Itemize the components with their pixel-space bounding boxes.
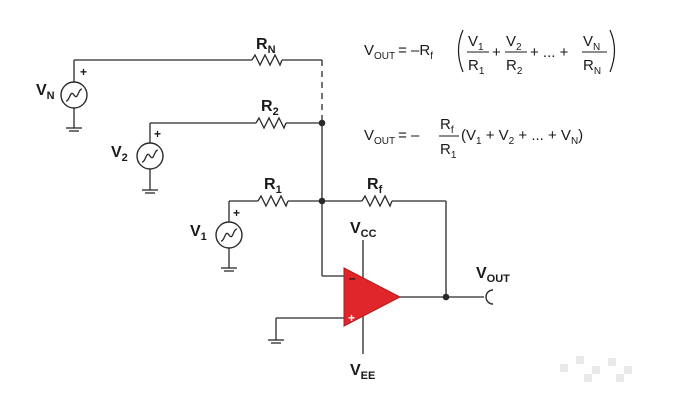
svg-text:RN: RN: [583, 57, 601, 77]
watermark-pattern: [560, 356, 632, 382]
label-v2: V2: [111, 144, 128, 164]
junction-dot: [442, 293, 450, 301]
source-vn: [60, 81, 88, 109]
label-r2: R2: [261, 98, 279, 118]
polarity-plus-vn: +: [80, 65, 87, 79]
polarity-plus-v2: +: [154, 127, 161, 141]
opamp-inverting-sign: –: [349, 271, 356, 285]
label-vn: VN: [36, 82, 55, 102]
resistor-rn: [251, 53, 283, 67]
ground-v2: [142, 189, 158, 194]
source-v2: [136, 142, 164, 170]
opamp-noninverting-sign: +: [348, 311, 355, 325]
svg-text:Rf: Rf: [440, 116, 454, 136]
label-vout: VOUT: [476, 265, 510, 285]
svg-text:VN: VN: [583, 33, 600, 53]
junction-dot: [318, 197, 326, 205]
polarity-plus-v1: +: [233, 206, 240, 220]
label-rn: RN: [256, 36, 276, 56]
svg-text:(V1 + V2 + ... + VN): (V1 + V2 + ... + VN): [461, 127, 583, 147]
label-v1: V1: [190, 223, 207, 243]
ground-vn: [66, 127, 82, 132]
svg-text:+ ... +: + ... +: [530, 44, 569, 61]
svg-text:V2: V2: [506, 33, 522, 53]
resistor-rf: [361, 194, 393, 208]
svg-text:+: +: [492, 44, 501, 61]
svg-text:VOUT= –: VOUT= –: [364, 127, 420, 147]
resistor-r2: [255, 116, 287, 130]
ground-v1: [221, 267, 237, 272]
label-r1: R1: [264, 176, 282, 196]
equation-general: VOUT= –Rf V1 R1 + V2 R2 + ... + VN RN: [364, 29, 616, 77]
label-vcc: VCC: [350, 220, 377, 240]
svg-text:V1: V1: [468, 33, 484, 53]
resistor-r1: [257, 194, 289, 208]
ground-opamp: [268, 339, 284, 344]
svg-text:R2: R2: [506, 57, 523, 77]
equation-equal-resistors: VOUT= – Rf R1 (V1 + V2 + ... + VN): [364, 116, 583, 161]
opamp-triangle: [343, 267, 402, 327]
source-v1: [215, 221, 243, 249]
label-vee: VEE: [350, 362, 375, 382]
svg-text:R1: R1: [468, 57, 485, 77]
junction-dot: [318, 119, 326, 127]
label-rf: Rf: [367, 176, 383, 196]
svg-text:R1: R1: [440, 141, 457, 161]
svg-text:VOUT= –Rf: VOUT= –Rf: [364, 42, 433, 62]
output-terminal: [485, 289, 494, 305]
